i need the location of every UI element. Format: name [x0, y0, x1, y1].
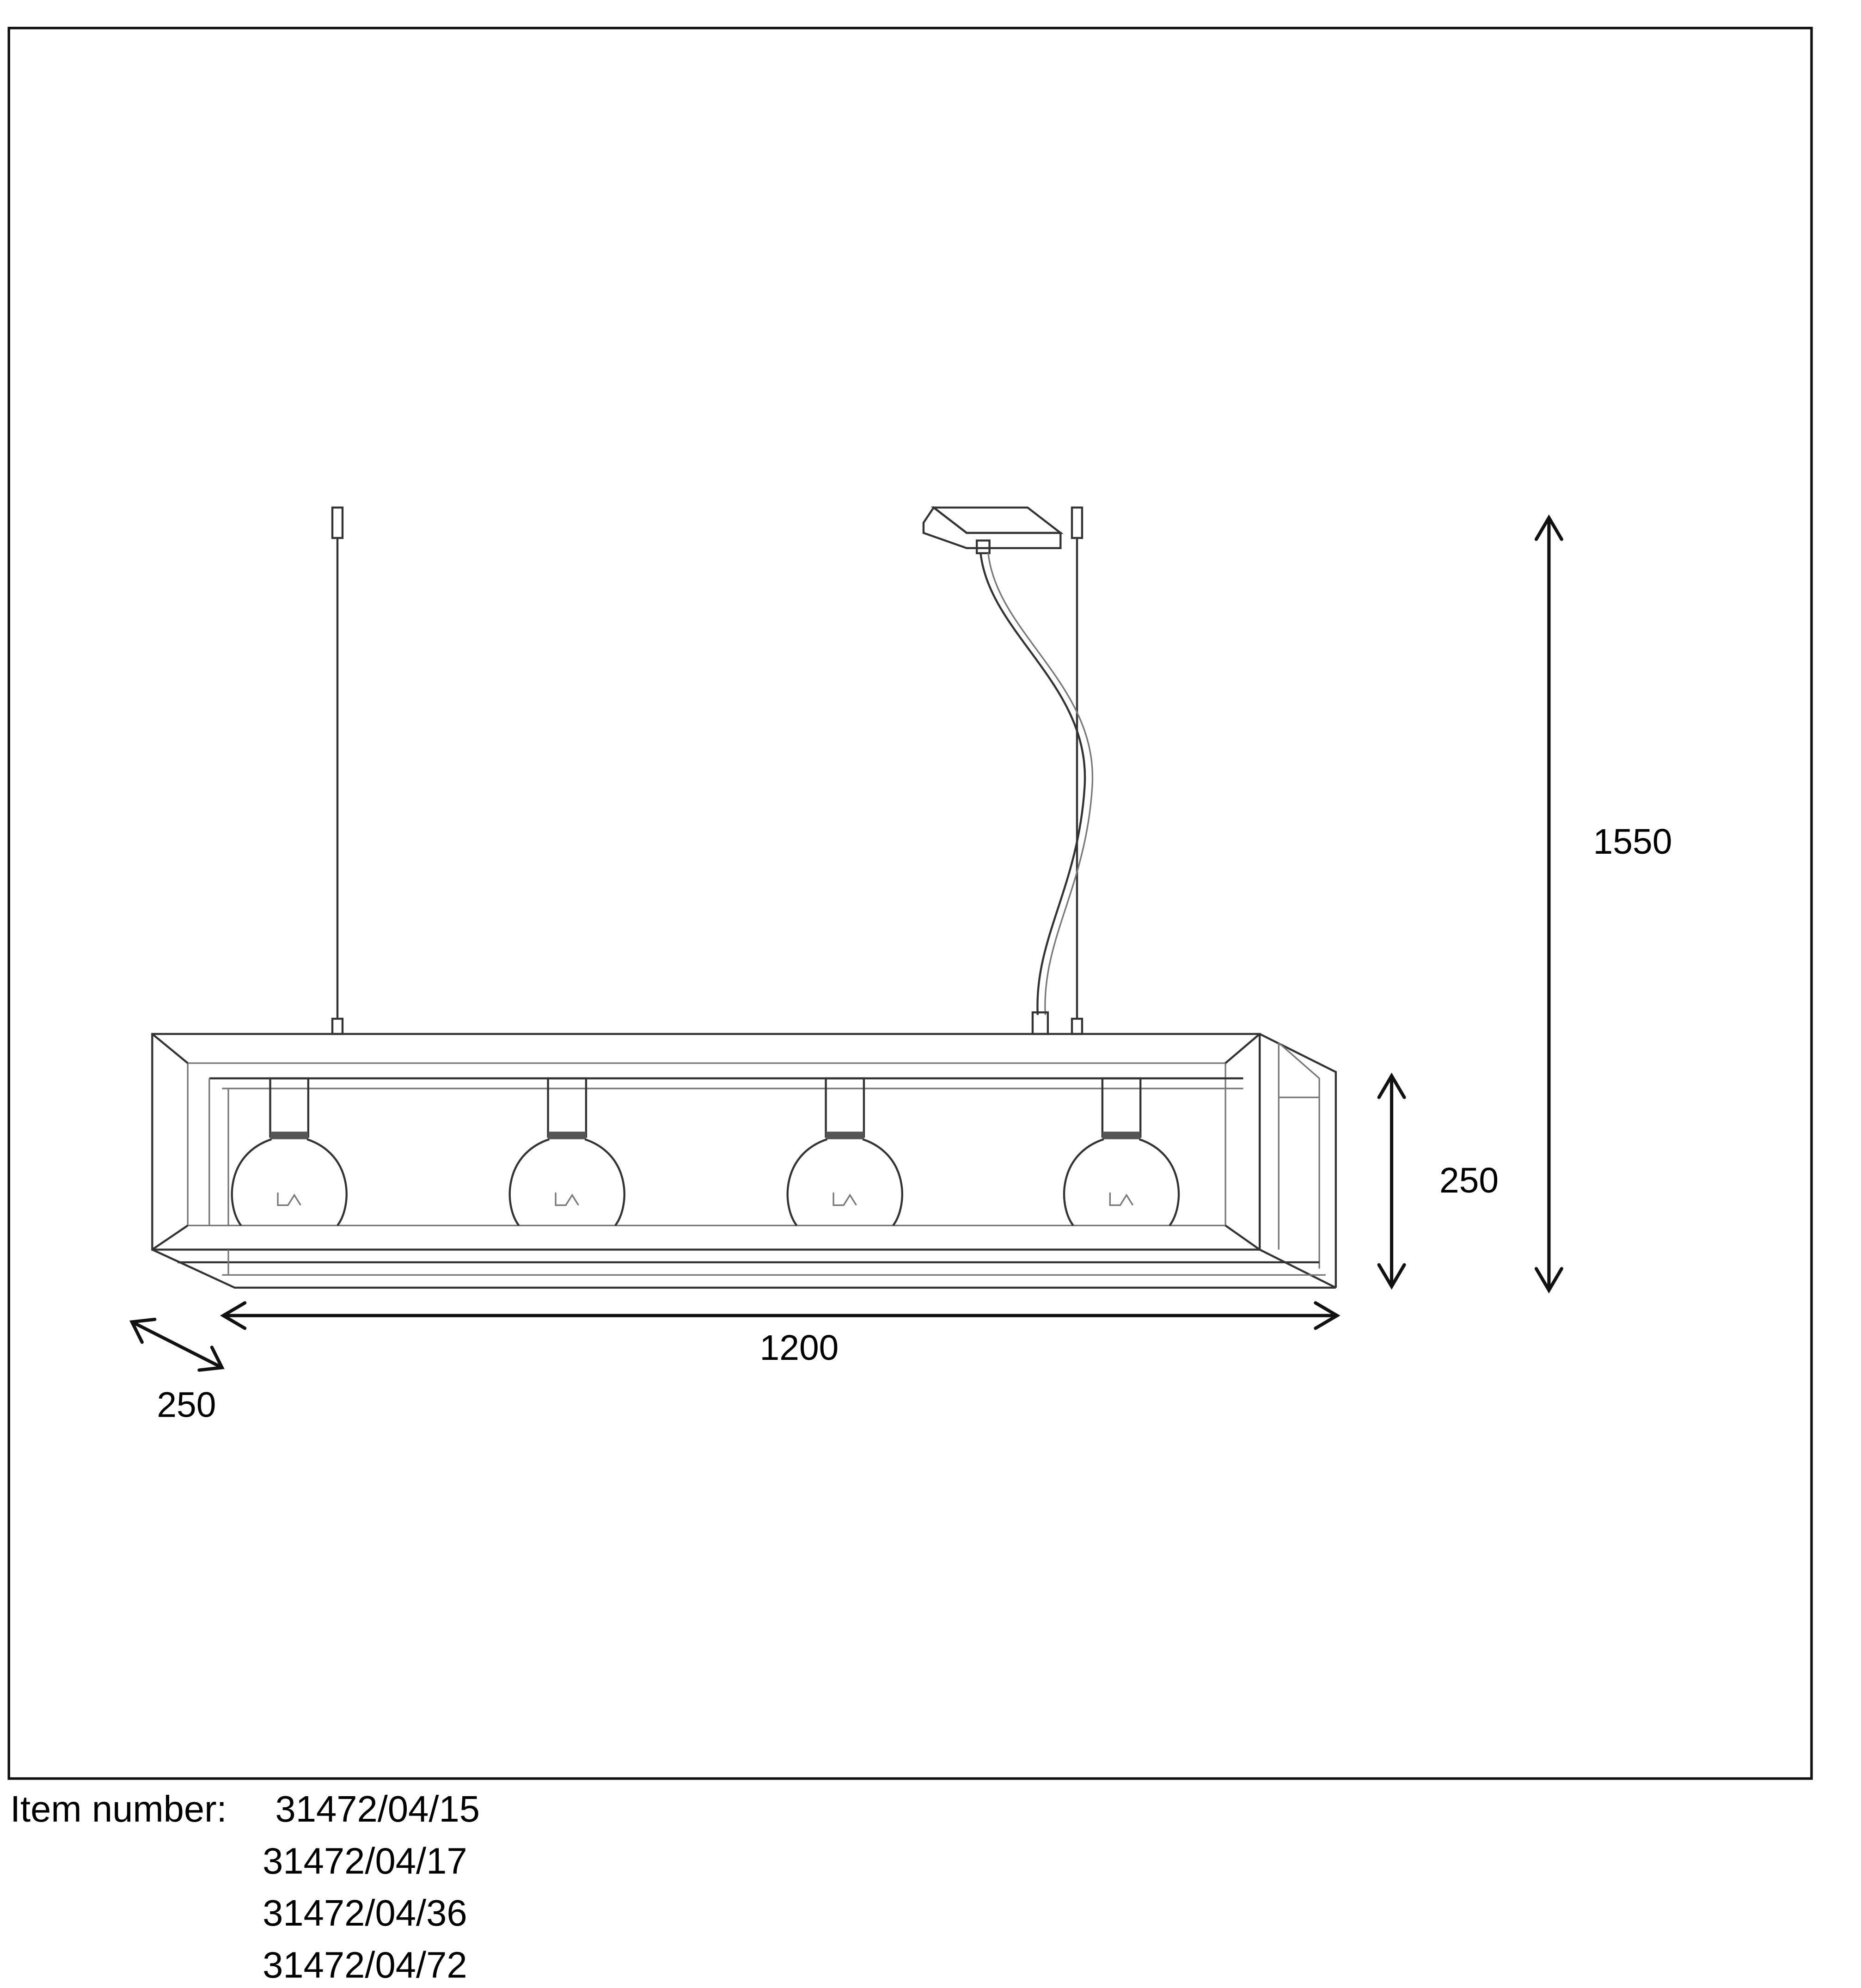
- power-cord: [979, 553, 1094, 1035]
- bulb-2: [508, 1077, 625, 1226]
- dimension-arrow-total-height: [1534, 514, 1563, 1294]
- dimension-label-width: 1200: [759, 1328, 839, 1368]
- suspension-cable-left: [331, 506, 344, 1035]
- item-number-label: Item number:: [10, 1788, 227, 1829]
- suspension-cable-right: [1071, 506, 1084, 1035]
- bulb-4: [1063, 1077, 1180, 1226]
- lamp-frame: [151, 1033, 1337, 1289]
- dimension-label-depth: 250: [157, 1385, 216, 1425]
- dimension-label-fixture-height: 250: [1439, 1161, 1499, 1200]
- bulb-3: [786, 1077, 903, 1226]
- item-number-3: 31472/04/36: [263, 1892, 467, 1933]
- item-number-1: 31472/04/15: [275, 1788, 480, 1829]
- drawing-frame: [7, 26, 1813, 1780]
- ceiling-canopy: [922, 506, 1064, 555]
- bulb-1: [231, 1077, 348, 1226]
- item-number-4: 31472/04/72: [263, 1945, 467, 1986]
- dimension-arrow-fixture-height: [1377, 1072, 1406, 1290]
- dimension-arrow-depth: [129, 1317, 225, 1372]
- dimension-label-total-height: 1550: [1593, 822, 1672, 862]
- dimension-arrow-width: [220, 1301, 1341, 1330]
- item-number-2: 31472/04/17: [263, 1841, 467, 1882]
